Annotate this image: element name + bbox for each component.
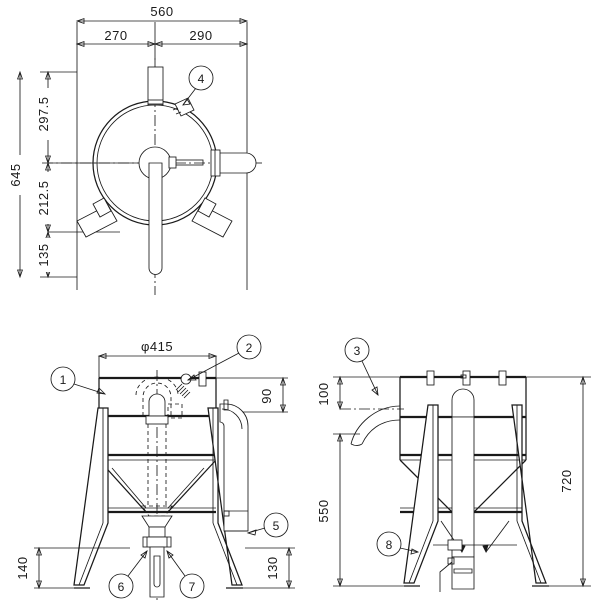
balloon-5-label: 5 (273, 519, 280, 533)
lower-right-nozzle (191, 197, 233, 238)
dim-297-5-label: 297.5 (36, 96, 51, 131)
dim-130-label: 130 (265, 556, 280, 579)
balloon-3[interactable]: 3 (344, 337, 379, 397)
side-view-legs (403, 404, 549, 587)
balloon-2[interactable]: 2 (186, 334, 262, 381)
balloon-1[interactable]: 1 (50, 366, 107, 395)
dim-212-5: 212.5 (36, 161, 53, 234)
bottom-valve-assembly (141, 505, 173, 598)
dim-phi415: φ415 (97, 336, 218, 378)
dim-135: 135 (36, 230, 53, 279)
balloon-5[interactable]: 5 (246, 512, 289, 538)
top-clamp-fitting (172, 97, 195, 117)
top-standpipe (147, 66, 164, 106)
dim-290-label: 290 (189, 28, 212, 43)
front-view-legs (73, 407, 243, 589)
side-center-pipe (451, 416, 475, 590)
side-valve-handle (439, 557, 473, 592)
side-view: 100 550 720 3 (316, 337, 591, 592)
balloon-1-label: 1 (60, 373, 67, 387)
top-manway (135, 376, 179, 425)
dim-290: 290 (153, 26, 249, 47)
right-nozzle (168, 149, 257, 177)
dim-100: 100 (316, 375, 400, 411)
tank-body (98, 376, 217, 514)
balloon-4[interactable]: 4 (182, 65, 214, 106)
balloon-7-label: 7 (189, 580, 196, 594)
lower-left-nozzle (76, 197, 118, 238)
dim-550-label: 550 (316, 499, 331, 522)
dim-720-label: 720 (559, 469, 574, 492)
dim-90-label: 90 (259, 388, 274, 403)
dim-560-label: 560 (150, 4, 173, 19)
internal-gussets (111, 467, 205, 509)
dim-645: 645 (8, 70, 24, 279)
discharge-chute (340, 405, 404, 446)
front-view: φ415 (15, 334, 295, 600)
balloon-6-label: 6 (118, 580, 125, 594)
dim-720: 720 (526, 375, 591, 588)
balloon-6[interactable]: 6 (108, 550, 148, 599)
dim-212-5-label: 212.5 (36, 180, 51, 215)
spring-fitting (167, 373, 192, 419)
balloon-4-label: 4 (198, 72, 205, 86)
balloon-3-label: 3 (354, 344, 361, 358)
dim-100-label: 100 (316, 382, 331, 405)
balloon-8-label: 8 (386, 538, 393, 552)
dim-140: 140 (15, 546, 130, 590)
balloon-7[interactable]: 7 (166, 550, 205, 599)
side-manway (451, 388, 475, 418)
side-lid-nozzles (426, 370, 507, 386)
bottom-standpipe (148, 162, 163, 275)
dim-90: 90 (216, 376, 288, 414)
dim-297-5: 297.5 (36, 70, 53, 165)
dim-645-label: 645 (8, 163, 23, 186)
dim-phi415-label: φ415 (141, 339, 173, 354)
external-riser-pipe (219, 399, 249, 532)
top-view: 560 270 290 645 (8, 2, 262, 295)
dim-270: 270 (75, 26, 157, 47)
balloon-8[interactable]: 8 (376, 531, 420, 557)
balloon-2-label: 2 (246, 341, 253, 355)
side-lower-braces (433, 520, 517, 554)
dim-560: 560 (75, 2, 249, 24)
dim-550: 550 (316, 432, 406, 588)
dim-140-label: 140 (15, 556, 30, 579)
dim-135-label: 135 (36, 243, 51, 266)
dim-130: 130 (238, 546, 295, 590)
dim-270-label: 270 (104, 28, 127, 43)
